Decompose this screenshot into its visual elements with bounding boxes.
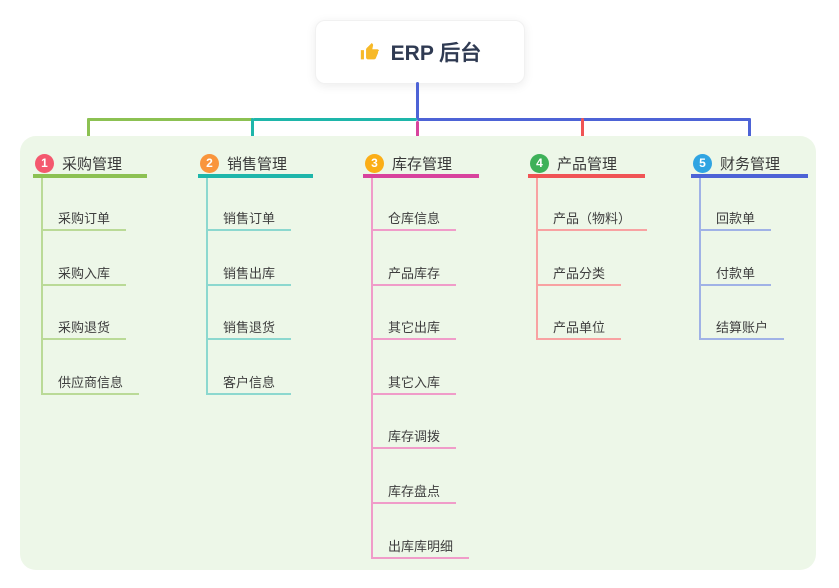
child-connector-line <box>206 178 208 395</box>
branches-panel <box>20 136 816 570</box>
branch-bus-line <box>253 118 417 121</box>
branch-number-badge: 5 <box>693 153 712 173</box>
child-node[interactable]: 回款单 <box>699 208 772 231</box>
child-node[interactable]: 结算账户 <box>699 317 785 341</box>
branch-header[interactable]: 1 采购管理 <box>33 152 147 178</box>
branch-label: 库存管理 <box>392 155 453 173</box>
branch-header[interactable]: 3 库存管理 <box>363 152 479 178</box>
child-node[interactable]: 销售订单 <box>206 208 292 231</box>
branch-section-purchase: 1 采购管理 采购订单采购入库采购退货供应商信息 <box>33 152 147 395</box>
child-node[interactable]: 客户信息 <box>206 372 292 395</box>
branch-header[interactable]: 4 产品管理 <box>528 152 645 178</box>
branch-section-finance: 5 财务管理 回款单付款单结算账户 <box>691 152 808 341</box>
child-node[interactable]: 采购订单 <box>41 208 127 231</box>
child-node[interactable]: 采购入库 <box>41 263 127 286</box>
branch-section-product: 4 产品管理 产品（物料） 产品分类产品单位 <box>528 152 648 341</box>
branch-drop-line <box>251 118 254 143</box>
branch-number-badge: 3 <box>365 153 384 173</box>
child-connector-line <box>699 178 701 341</box>
child-node[interactable]: 库存调拨 <box>371 426 457 450</box>
child-node[interactable]: 销售出库 <box>206 263 292 286</box>
child-node[interactable]: 库存盘点 <box>371 481 457 504</box>
branch-bus-line <box>87 118 253 121</box>
branch-label: 采购管理 <box>62 155 123 173</box>
root-label: ERP 后台 <box>390 42 482 65</box>
branch-drop-line <box>87 118 90 143</box>
child-node[interactable]: 产品库存 <box>371 263 457 286</box>
branch-number-badge: 4 <box>530 153 549 173</box>
child-node[interactable]: 采购退货 <box>41 317 127 341</box>
child-node[interactable]: 其它出库 <box>371 317 457 341</box>
branch-bus-line <box>417 118 751 121</box>
branch-label: 销售管理 <box>227 155 288 173</box>
branch-number-badge: 1 <box>35 153 54 173</box>
child-connector-line <box>41 178 43 395</box>
branch-section-sales: 2 销售管理 销售订单销售出库销售退货客户信息 <box>198 152 313 395</box>
branch-number-badge: 2 <box>200 153 219 173</box>
branch-header[interactable]: 2 销售管理 <box>198 152 313 178</box>
child-node[interactable]: 其它入库 <box>371 372 457 395</box>
branch-drop-line <box>748 118 751 143</box>
child-node[interactable]: 产品（物料） <box>536 208 648 231</box>
branch-label: 财务管理 <box>720 155 781 173</box>
branch-header[interactable]: 5 财务管理 <box>691 152 808 178</box>
root-node[interactable]: ERP 后台 <box>315 20 525 84</box>
child-node[interactable]: 供应商信息 <box>41 372 140 395</box>
child-connector-line <box>536 178 538 341</box>
child-connector-line <box>371 178 373 559</box>
child-node[interactable]: 销售退货 <box>206 317 292 341</box>
child-node[interactable]: 产品分类 <box>536 263 622 286</box>
child-node[interactable]: 仓库信息 <box>371 208 457 231</box>
branch-drop-line <box>416 121 419 143</box>
child-node[interactable]: 出库库明细 <box>371 536 470 559</box>
branch-label: 产品管理 <box>557 155 618 173</box>
child-node[interactable]: 产品单位 <box>536 317 622 341</box>
branch-section-inventory: 3 库存管理 仓库信息产品库存其它出库其它入库库存调拨库存盘点出库库明细 <box>363 152 479 559</box>
child-node[interactable]: 付款单 <box>699 263 772 286</box>
thumbs-up-icon <box>359 41 381 63</box>
root-connector-line <box>416 82 419 119</box>
branch-drop-line <box>581 118 584 143</box>
